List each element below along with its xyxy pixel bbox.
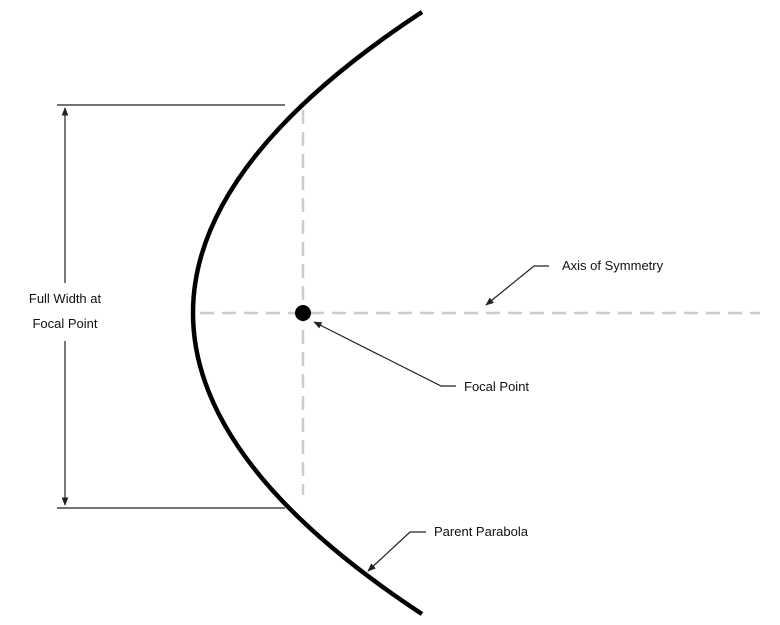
axis-of-symmetry-leader xyxy=(485,265,549,306)
parent-parabola-label: Parent Parabola xyxy=(434,524,529,539)
parent-parabola-curve xyxy=(190,10,424,616)
focal-point-dot xyxy=(295,305,311,321)
parent-parabola-leader xyxy=(367,531,426,572)
focal-point-leader xyxy=(313,321,456,387)
axis-of-symmetry-label: Axis of Symmetry xyxy=(562,258,664,273)
focal-point-label: Focal Point xyxy=(464,379,529,394)
full-width-label-line1: Full Width at xyxy=(29,291,102,306)
full-width-label-line2: Focal Point xyxy=(32,316,97,331)
